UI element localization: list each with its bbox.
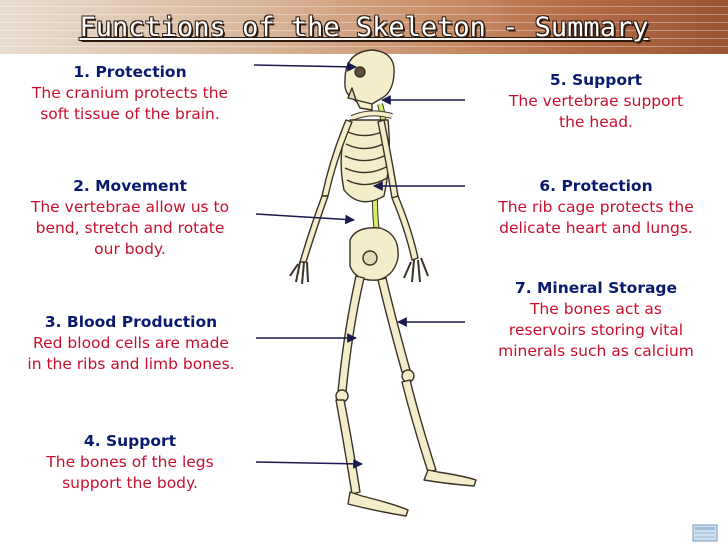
callout-heading: 2. Movement: [73, 177, 187, 195]
callout-text: soft tissue of the brain.: [40, 105, 220, 123]
callout-heading: 4. Support: [83, 432, 177, 450]
title-bar: [0, 0, 728, 54]
slide-corner-icon: [692, 524, 718, 542]
callout-text: The cranium protects the: [31, 84, 229, 102]
callout-heading: 3. Blood Production: [44, 313, 218, 331]
callout-text: reservoirs storing vital: [508, 321, 684, 339]
callout-text: The rib cage protects the: [498, 198, 694, 216]
callout-text: Red blood cells are made: [33, 334, 229, 352]
callout-heading: 5. Support: [549, 71, 643, 89]
callout-protection-ribs: 6. Protection The rib cage protects the …: [468, 176, 724, 239]
callout-text: our body.: [94, 240, 166, 258]
callout-protection-cranium: 1. Protection The cranium protects the s…: [6, 62, 254, 125]
callout-text: minerals such as calcium: [498, 342, 694, 360]
callout-text: The vertebrae support: [508, 92, 684, 110]
callout-support-legs: 4. Support The bones of the legs support…: [6, 431, 254, 494]
arrow-protection-cranium: [253, 61, 357, 72]
callout-movement: 2. Movement The vertebrae allow us to be…: [6, 176, 254, 260]
callout-blood-production: 3. Blood Production Red blood cells are …: [4, 312, 258, 375]
callout-heading: 1. Protection: [73, 63, 187, 81]
callout-text: The vertebrae allow us to: [30, 198, 230, 216]
arrow-movement: [255, 213, 355, 225]
callout-heading: 7. Mineral Storage: [514, 279, 678, 297]
callout-text: delicate heart and lungs.: [499, 219, 693, 237]
callout-support-vertebrae: 5. Support The vertebrae support the hea…: [472, 70, 720, 133]
arrow-support-legs: [255, 458, 363, 469]
callout-mineral-storage: 7. Mineral Storage The bones act as rese…: [472, 278, 720, 362]
callout-text: The bones act as: [529, 300, 663, 318]
slide-title: Functions of the Skeleton - Summary: [79, 12, 649, 43]
callout-text: The bones of the legs: [46, 453, 214, 471]
callout-heading: 6. Protection: [539, 177, 653, 195]
callout-text: bend, stretch and rotate: [35, 219, 225, 237]
callout-text: in the ribs and limb bones.: [27, 355, 235, 373]
callout-text: support the body.: [62, 474, 198, 492]
callout-text: the head.: [559, 113, 633, 131]
